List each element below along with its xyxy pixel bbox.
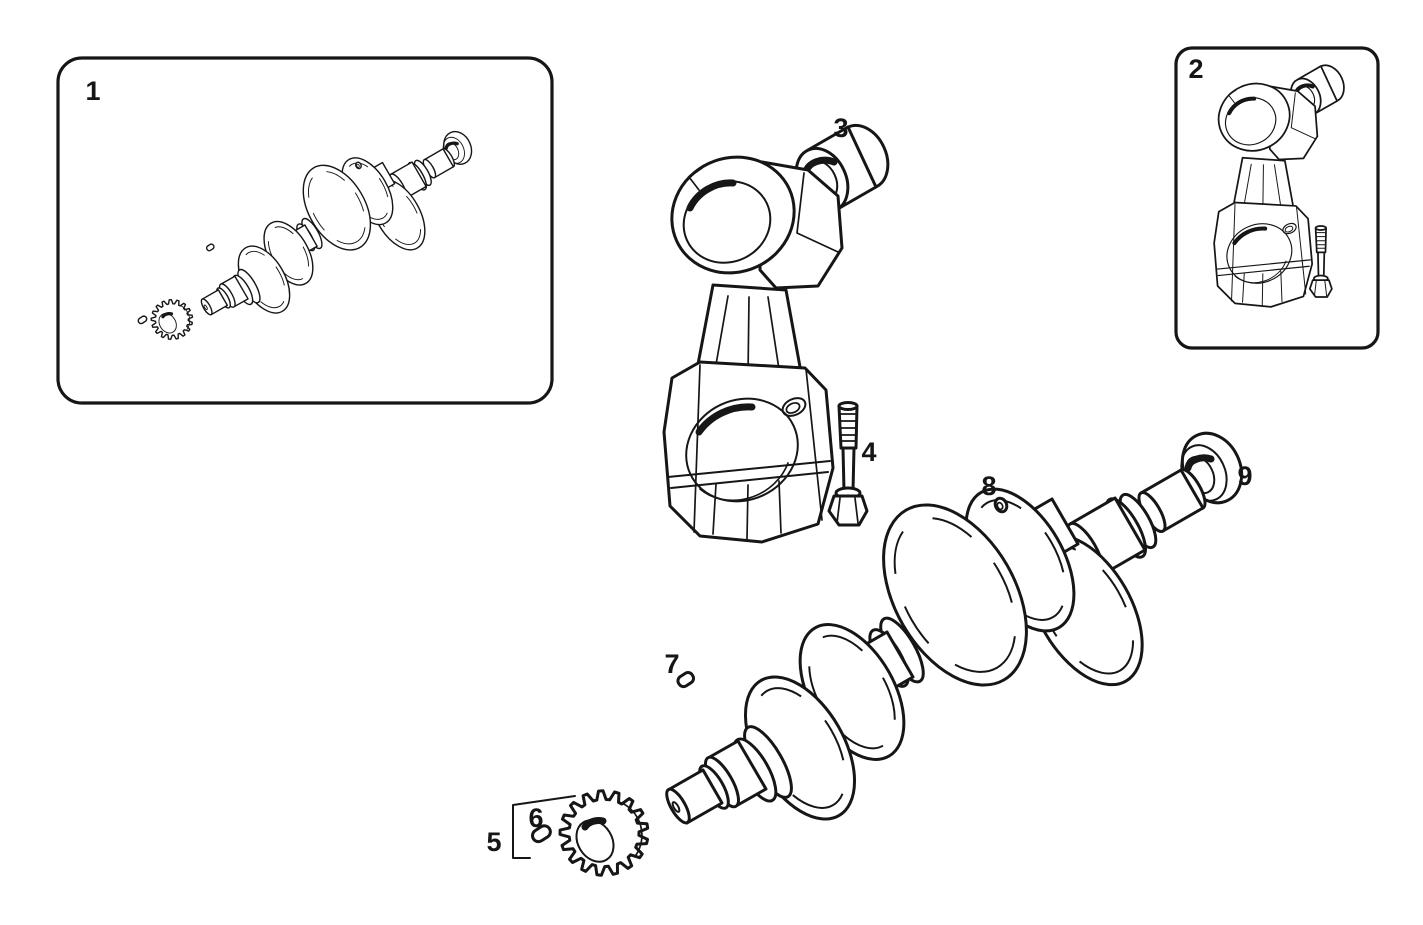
inset-box-1-frame [56, 56, 554, 405]
plug-drawing [993, 496, 1009, 514]
inset-box-2-frame [1174, 46, 1380, 350]
callout-1: 1 [85, 76, 100, 106]
connecting-rod-drawing [662, 155, 844, 544]
callout-4: 4 [861, 437, 876, 467]
callout-6: 6 [528, 803, 543, 833]
woodruff-key-drawing [530, 824, 552, 844]
callout-2: 2 [1188, 54, 1203, 84]
connecting-rod-kit-drawing [662, 123, 890, 544]
callout-3: 3 [833, 113, 848, 143]
callout-5-bracket [512, 795, 576, 859]
big-end-bolt-drawing [827, 401, 869, 527]
crankshaft-drawing [665, 468, 1207, 825]
callout-8: 8 [981, 471, 996, 501]
callout-9: 9 [1237, 461, 1252, 491]
crankshaft-key-drawing [676, 671, 696, 689]
callout-7: 7 [664, 649, 679, 679]
timing-gear-drawing [558, 789, 650, 877]
crankshaft-kit-drawing [530, 431, 1244, 877]
inset-connecting-rod-kit [1208, 60, 1350, 307]
inset-crankshaft-kit [135, 125, 479, 341]
callout-5: 5 [486, 827, 501, 857]
